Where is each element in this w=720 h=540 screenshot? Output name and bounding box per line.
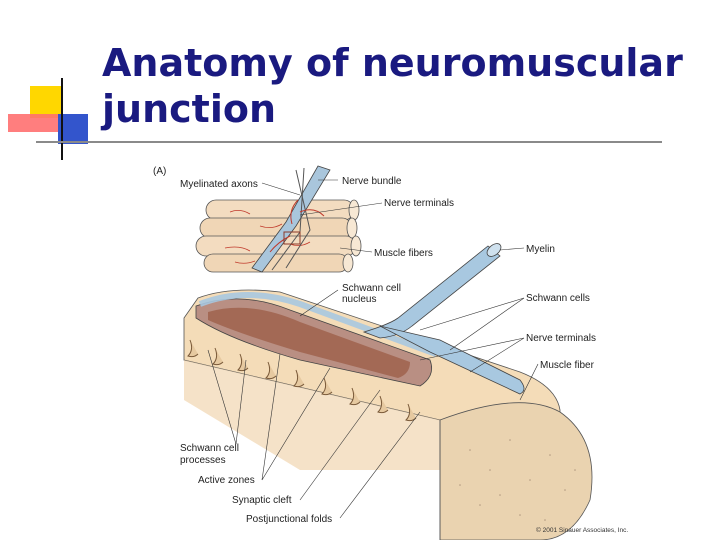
label-schwann-processes-line2: processes [180, 455, 226, 466]
neuromuscular-junction-illustration: (A) [153, 165, 628, 540]
leader-lines [207, 179, 539, 519]
label-nerve-bundle: Nerve bundle [342, 176, 402, 187]
nerve-bundle [251, 165, 331, 273]
muscle-fiber-bundle [195, 199, 362, 273]
label-schwann-cell-nucleus-line2: nucleus [342, 294, 376, 305]
deco-red-bar [8, 114, 60, 132]
label-muscle-fibers: Muscle fibers [374, 248, 433, 259]
label-schwann-cell-nucleus-line1: Schwann cell [342, 283, 401, 294]
label-schwann-cells: Schwann cells [526, 293, 590, 304]
label-muscle-fiber: Muscle fiber [540, 360, 595, 371]
panel-label: (A) [153, 166, 166, 177]
title-line-2: junction [102, 87, 277, 131]
title-line-1: Anatomy of neuromuscular [102, 41, 683, 85]
deco-yellow-square [30, 86, 62, 118]
page-title: Anatomy of neuromuscular junction [102, 40, 712, 132]
label-nerve-terminals: Nerve terminals [526, 333, 596, 344]
label-synaptic-cleft: Synaptic cleft [232, 495, 292, 506]
deco-blue-square [58, 114, 88, 144]
label-schwann-processes-line1: Schwann cell [180, 443, 239, 454]
label-postjunctional-folds: Postjunctional folds [246, 514, 332, 525]
label-nerve-terminals-top: Nerve terminals [384, 198, 454, 209]
label-active-zones: Active zones [198, 475, 255, 486]
label-myelin: Myelin [526, 244, 555, 255]
nerve-terminal [195, 292, 438, 387]
copyright-notice: © 2001 Sinauer Associates, Inc. [536, 526, 628, 534]
myelinated-axon [362, 243, 525, 395]
label-myelinated-axons: Myelinated axons [180, 179, 258, 190]
